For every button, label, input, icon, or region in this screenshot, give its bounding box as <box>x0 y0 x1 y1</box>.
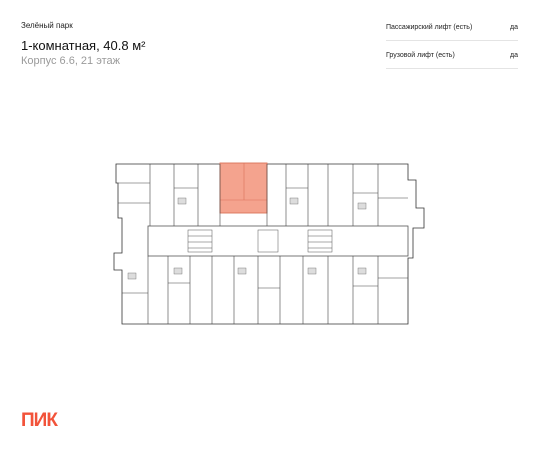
freight-lift-value: да <box>510 52 518 59</box>
stair-core-left <box>187 229 213 253</box>
outer-wall-top <box>113 163 425 325</box>
apartment-title: 1-комнатная, 40.8 м² <box>21 38 146 53</box>
floor-plan <box>113 162 425 325</box>
stair-core-right <box>307 229 333 253</box>
pik-logo: ПИК <box>21 410 58 431</box>
lift-core <box>257 229 279 253</box>
building-floor: Корпус 6.6, 21 этаж <box>21 55 120 67</box>
corridor <box>147 225 409 257</box>
selected-apartment[interactable] <box>219 162 268 214</box>
freight-lift-row: Грузовой лифт (есть) да <box>386 48 518 69</box>
passenger-lift-label: Пассажирский лифт (есть) <box>386 24 473 31</box>
freight-lift-label: Грузовой лифт (есть) <box>386 52 455 59</box>
lift-info: Пассажирский лифт (есть) да Грузовой лиф… <box>386 20 518 76</box>
passenger-lift-value: да <box>510 24 518 31</box>
passenger-lift-row: Пассажирский лифт (есть) да <box>386 20 518 41</box>
project-name: Зелёный парк <box>21 21 73 30</box>
